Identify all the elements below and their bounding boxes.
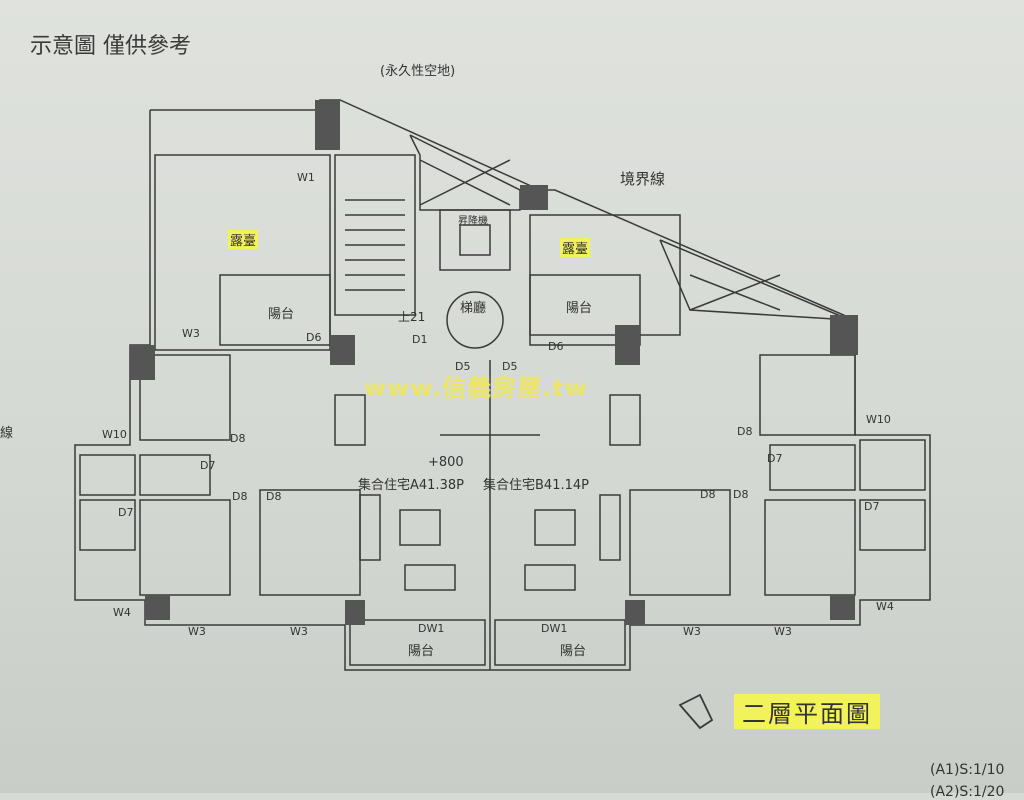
tag-d5: D5 <box>455 360 471 373</box>
stair-hall-round <box>446 291 504 349</box>
north-arrow <box>678 693 714 730</box>
tag-d5: D5 <box>502 360 518 373</box>
bedroom-right-inner <box>629 489 731 596</box>
stair-core <box>334 154 416 316</box>
tag-d1: D1 <box>412 333 428 346</box>
tag-w3: W3 <box>182 327 200 340</box>
tag-d7: D7 <box>200 459 216 472</box>
tag-w1: W1 <box>297 171 315 184</box>
bedroom-right-top <box>759 354 856 436</box>
balcony-sw-label: 陽台 <box>408 644 435 659</box>
tag-d8: D8 <box>700 488 716 501</box>
scale-label-1: (A1)S:1/10 <box>930 762 1005 778</box>
tag-w4: W4 <box>113 606 131 619</box>
tag-dw1: DW1 <box>418 622 445 635</box>
elevation-label: +800 <box>428 455 464 470</box>
tag-w3: W3 <box>188 625 206 638</box>
boundary-line-label: 境界線 <box>620 170 666 188</box>
bedroom-left-inner <box>259 489 361 596</box>
disclaimer: 示意圖 僅供參考 <box>30 34 191 59</box>
tag-d6: D6 <box>548 340 564 353</box>
tag-w4: W4 <box>876 600 894 613</box>
terrace-right-label: 露臺 <box>560 238 591 257</box>
elevator-label: 昇降機 <box>458 216 488 227</box>
outline-left <box>74 110 931 671</box>
tag-d7: D7 <box>767 452 783 465</box>
tag-w10: W10 <box>866 413 891 426</box>
scale-label-2: (A2)S:1/20 <box>930 784 1005 800</box>
floor-title: 二層平面圖 <box>734 694 880 729</box>
balcony-se-label: 陽台 <box>560 644 587 659</box>
tag-dw1: DW1 <box>541 622 568 635</box>
unit-b-label: 集合住宅B41.14P <box>483 478 589 493</box>
stair-hall-label: 梯廳 <box>460 301 487 316</box>
stair-up-label: 上21 <box>398 310 426 324</box>
watermark: www.信義房屋.tw <box>364 374 588 402</box>
balcony-ne-label: 陽台 <box>566 301 593 316</box>
tag-d8: D8 <box>266 490 282 503</box>
tag-w3: W3 <box>774 625 792 638</box>
tag-w3: W3 <box>683 625 701 638</box>
elevator-shaft <box>439 209 511 271</box>
tag-d7: D7 <box>864 500 880 513</box>
unit-a-label: 集合住宅A41.38P <box>358 478 464 493</box>
tag-d7: D7 <box>118 506 134 519</box>
bedroom-left-top <box>139 354 231 441</box>
bedroom-right-mid <box>764 499 856 596</box>
column <box>315 100 340 150</box>
terrace-left-area <box>154 154 331 351</box>
tag-d6: D6 <box>306 331 322 344</box>
terrace-left-label: 露臺 <box>228 230 259 249</box>
side-boundary-mark: 線 <box>0 426 14 441</box>
bedroom-left-mid <box>139 499 231 596</box>
tag-d8: D8 <box>230 432 246 445</box>
tag-d8: D8 <box>733 488 749 501</box>
tag-w10: W10 <box>102 428 127 441</box>
balcony-nw-label: 陽台 <box>268 307 295 322</box>
tag-d8: D8 <box>232 490 248 503</box>
tag-w3: W3 <box>290 625 308 638</box>
permanent-open-space-label: (永久性空地) <box>380 64 456 79</box>
tag-d8: D8 <box>737 425 753 438</box>
